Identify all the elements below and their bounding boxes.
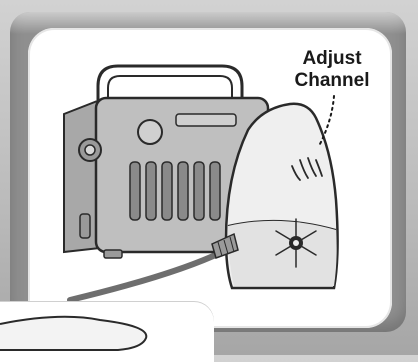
callout-line-1: Adjust: [280, 48, 384, 70]
hand-illustration: [0, 302, 214, 355]
callout-line-2: Channel: [280, 70, 384, 92]
adjust-channel-callout: Adjust Channel: [280, 48, 384, 92]
cable: [70, 252, 222, 300]
hand-card: [0, 302, 214, 362]
